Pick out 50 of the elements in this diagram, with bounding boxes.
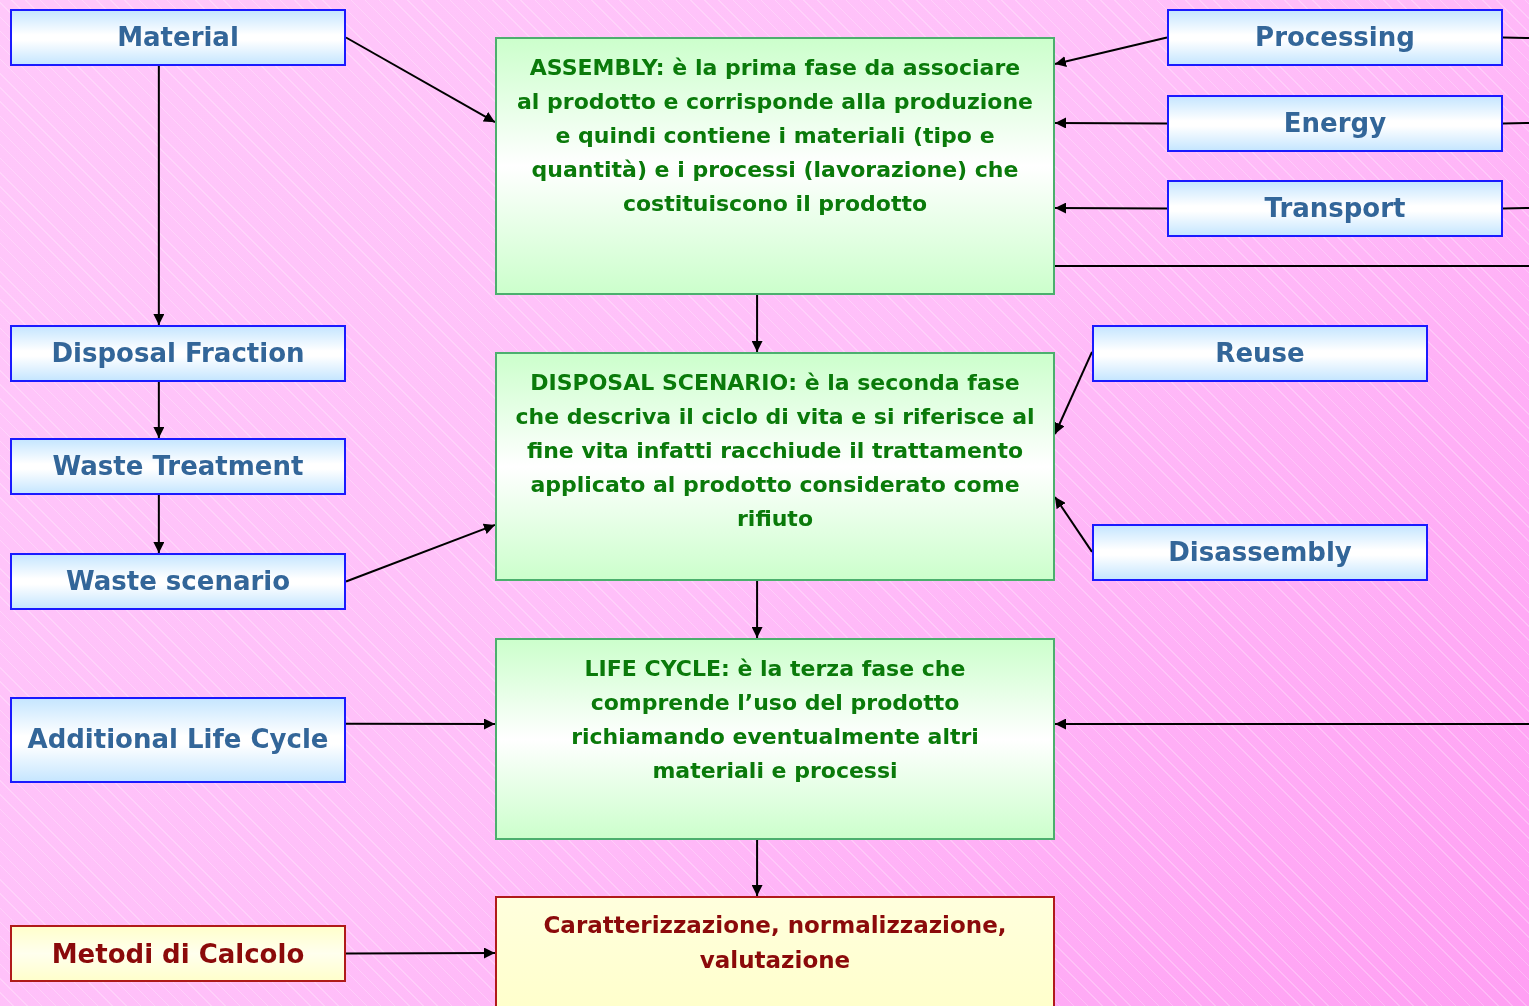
arrow: [1054, 117, 1168, 129]
box-text: ASSEMBLY: è la prima fase da associare al prodotto e corrisponde alla produzione e quindi contiene i materiali (tipo e quantità) e i processi (lavorazione) che costituiscono il prodotto: [516, 54, 1034, 219]
box-text: Reuse: [1215, 336, 1305, 370]
arrow: [345, 718, 496, 730]
phase-box: [495, 352, 1055, 581]
arrow: [345, 36, 496, 124]
method-box: [10, 925, 346, 982]
process-box: [10, 697, 346, 783]
connector-line: [1502, 122, 1529, 125]
arrow: [153, 65, 165, 326]
process-box: [1167, 95, 1503, 152]
box-text: Metodi di Calcolo: [51, 938, 305, 969]
process-box: [1167, 180, 1503, 237]
arrow: [153, 381, 165, 439]
box-text: LIFE CYCLE: è la terza fase che comprende l’uso del prodotto richiamando eventualmente altri materiali e processi: [570, 655, 980, 786]
box-text: Additional Life Cycle: [27, 723, 329, 757]
box-text: Transport: [1264, 191, 1406, 225]
arrow: [751, 294, 763, 353]
box-text: Disposal Fraction: [51, 336, 305, 370]
box-text: Disassembly: [1168, 535, 1352, 569]
arrow: [1054, 202, 1168, 214]
process-box: [10, 9, 346, 66]
box-text: Energy: [1283, 106, 1387, 140]
process-box: [10, 438, 346, 495]
result-box: [495, 896, 1055, 1006]
connector-line: [1502, 207, 1529, 210]
arrow: [751, 839, 763, 897]
arrow: [345, 947, 496, 959]
box-text: Waste scenario: [65, 564, 291, 598]
arrow: [1054, 495, 1093, 553]
process-box: [10, 553, 346, 610]
arrow: [1054, 36, 1168, 67]
process-box: [1167, 9, 1503, 66]
box-text: DISPOSAL SCENARIO: è la seconda fase che descriva il ciclo di vita e si riferisce al fine vita infatti racchiude il trattamento applicato al prodotto considerato come rifiuto: [515, 369, 1035, 534]
process-box: [1092, 524, 1428, 581]
phase-box: [495, 37, 1055, 295]
box-text: Waste Treatment: [52, 449, 304, 483]
arrow: [1054, 350, 1093, 435]
phase-box: [495, 638, 1055, 840]
connector-line: [1054, 265, 1529, 268]
box-text: Material: [117, 20, 239, 54]
arrow: [751, 580, 763, 639]
connector-line: [1502, 36, 1529, 39]
process-box: [1092, 325, 1428, 382]
arrow: [1054, 718, 1529, 730]
process-box: [10, 325, 346, 382]
box-text: Caratterizzazione, normalizzazione, valutazione: [542, 911, 1008, 975]
box-text: Processing: [1255, 20, 1415, 54]
arrow: [345, 523, 496, 583]
arrow: [153, 494, 165, 554]
